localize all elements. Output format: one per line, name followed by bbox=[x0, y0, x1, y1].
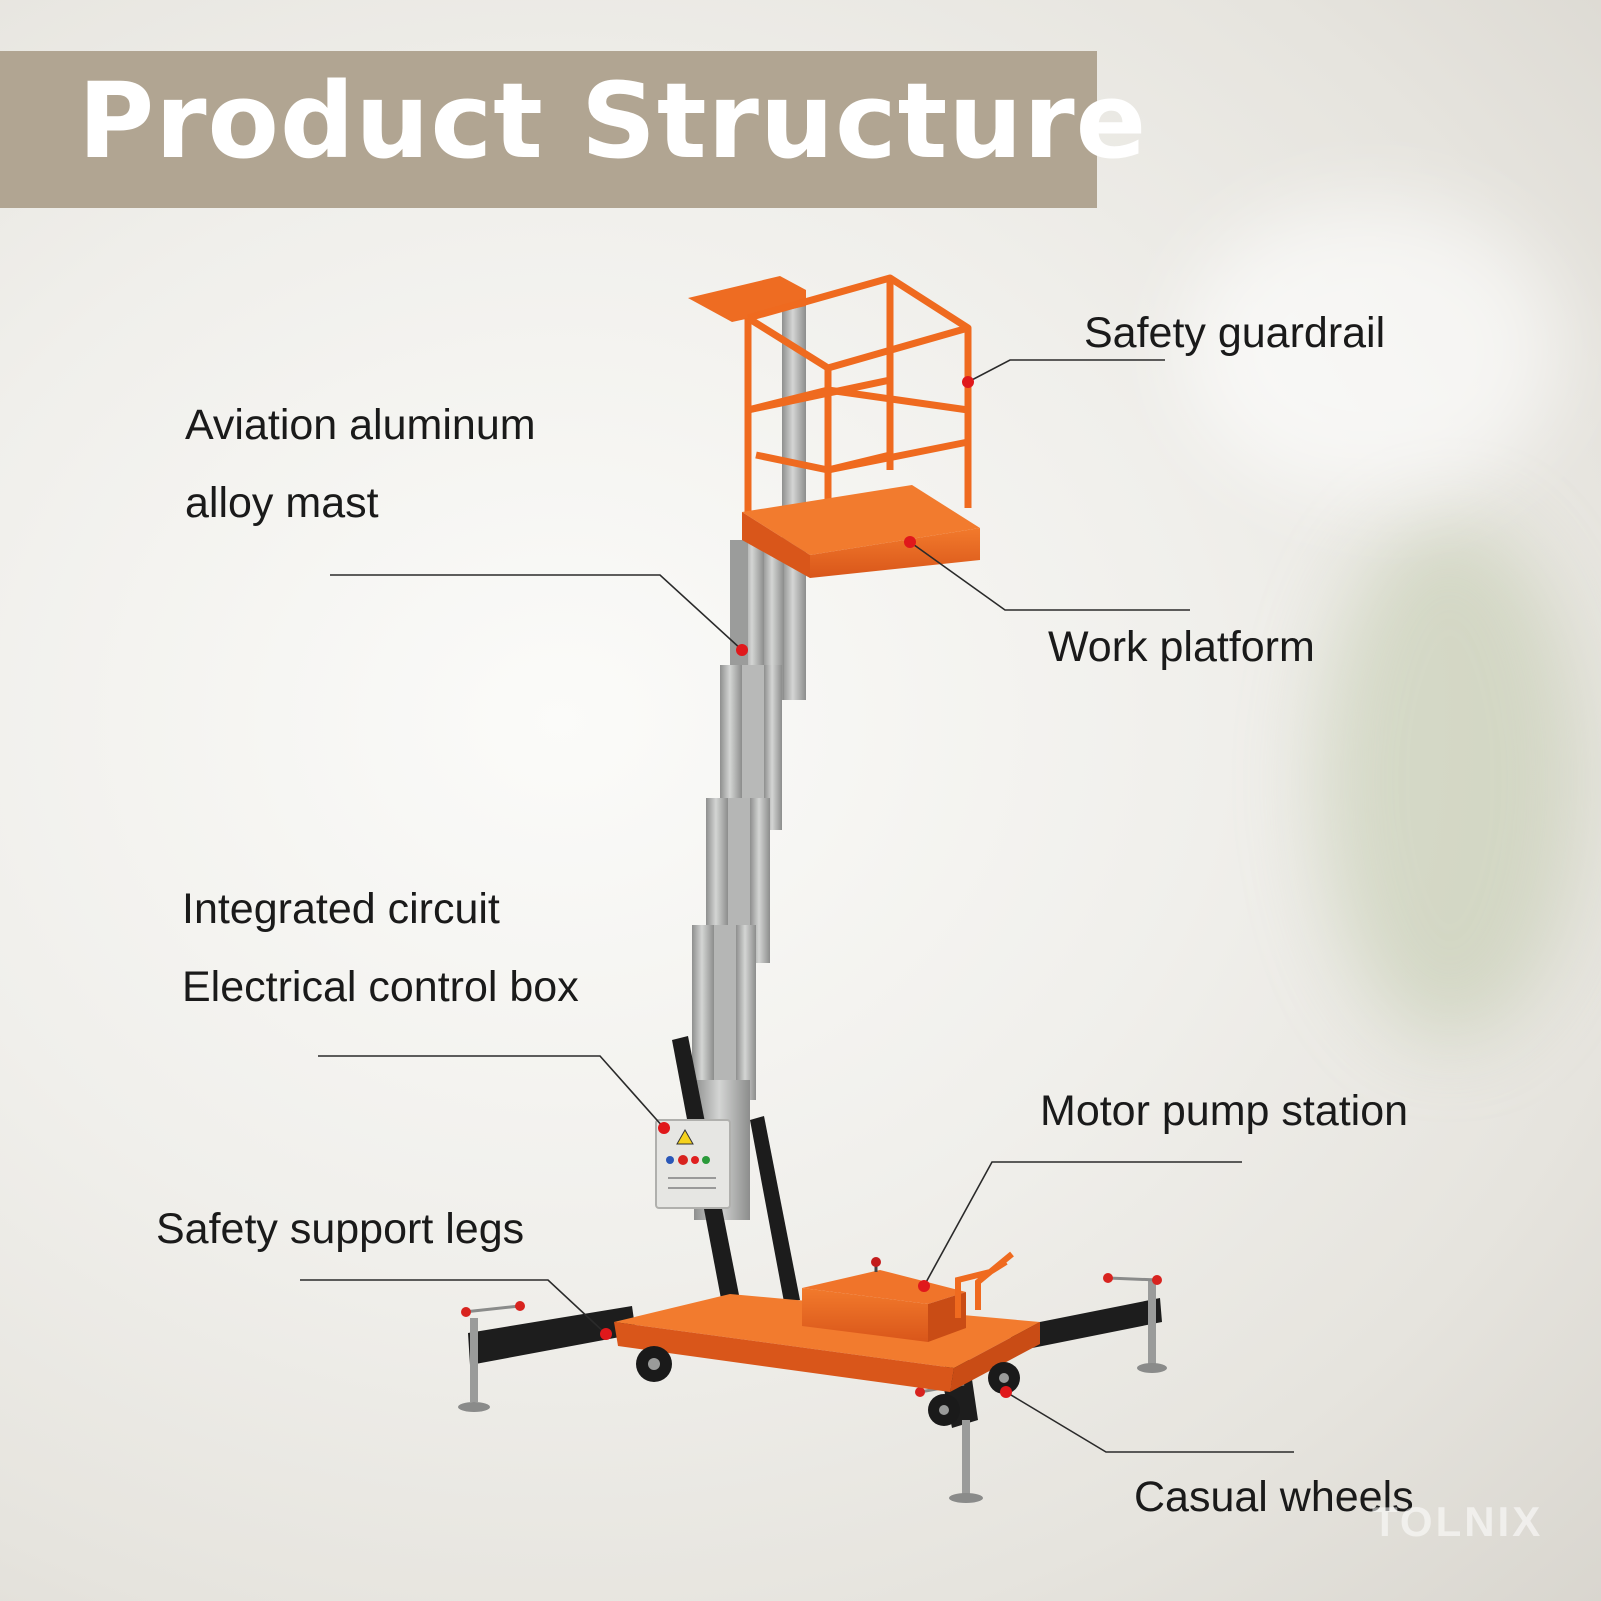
label-control-line2: Electrical control box bbox=[182, 963, 579, 1011]
leader-control-box bbox=[318, 1055, 665, 1129]
background-blur-green bbox=[1320, 520, 1580, 1040]
leader-motor-pump bbox=[923, 1161, 1242, 1287]
electrical-control-box bbox=[655, 1119, 731, 1209]
label-safety-support-legs: Safety support legs bbox=[156, 1205, 525, 1253]
casual-wheels bbox=[636, 1346, 1020, 1426]
title-banner bbox=[0, 51, 1097, 208]
label-mast-line1: Aviation aluminum bbox=[185, 401, 536, 449]
leader-wheels bbox=[1005, 1391, 1294, 1453]
marker-wheels bbox=[1000, 1386, 1012, 1398]
label-work-platform: Work platform bbox=[1048, 623, 1315, 671]
callout-markers bbox=[600, 376, 1012, 1398]
front-brace bbox=[750, 1116, 800, 1302]
marker-work-platform bbox=[904, 536, 916, 548]
aluminum-mast bbox=[692, 290, 806, 1220]
safety-guardrail bbox=[744, 274, 972, 512]
work-platform-deck bbox=[742, 485, 980, 578]
brand-watermark: TOLNIX bbox=[1372, 1498, 1544, 1545]
marker-safety-guardrail bbox=[962, 376, 974, 388]
label-casual-wheels: Casual wheels bbox=[1134, 1473, 1414, 1521]
leader-support-legs bbox=[300, 1279, 607, 1335]
label-safety-guardrail: Safety guardrail bbox=[1084, 309, 1386, 357]
leader-work-platform bbox=[909, 541, 1190, 611]
label-control-line1: Integrated circuit bbox=[182, 885, 500, 933]
label-mast-line2: alloy mast bbox=[185, 479, 379, 527]
leader-mast bbox=[330, 574, 743, 651]
marker-motor-pump bbox=[918, 1280, 930, 1292]
label-motor-pump-station: Motor pump station bbox=[1040, 1087, 1409, 1135]
marker-support-legs bbox=[600, 1328, 612, 1340]
marker-mast bbox=[736, 644, 748, 656]
motor-pump-station bbox=[802, 1251, 1014, 1342]
leader-safety-guardrail bbox=[967, 359, 1165, 383]
leader-lines bbox=[300, 359, 1294, 1453]
marker-control-box bbox=[658, 1122, 670, 1134]
page-title: Product Structure bbox=[78, 60, 1148, 182]
background-blur-light bbox=[1180, 200, 1560, 500]
